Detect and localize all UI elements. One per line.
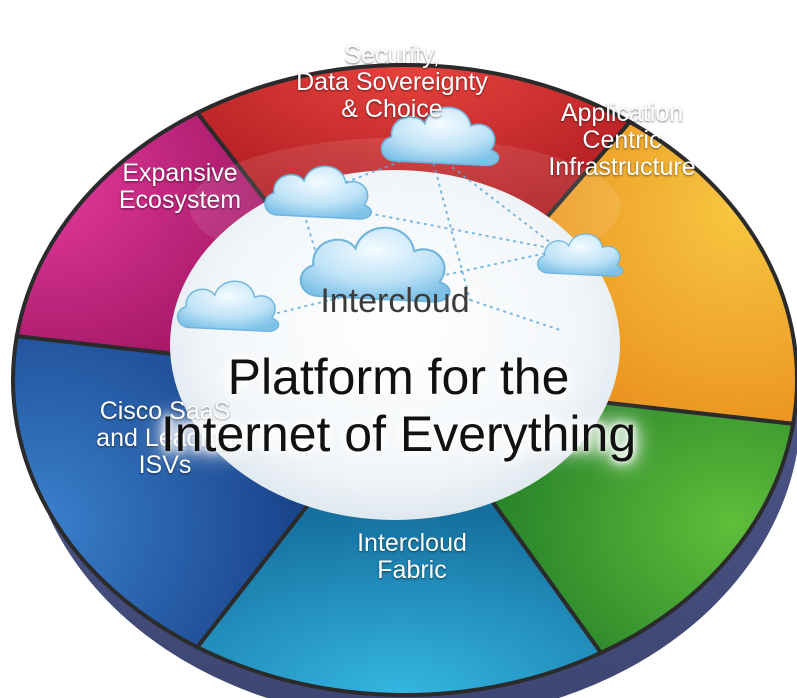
cloud-icon (537, 233, 624, 277)
segment-label-line: Fabric (377, 556, 447, 584)
segment-label-line: & Choice (341, 95, 443, 123)
segment-label-line: Infrastructure (548, 153, 696, 181)
cloud-icon (381, 106, 500, 167)
cloud-icon (264, 165, 372, 220)
intercloud-hub-label: Intercloud (320, 282, 470, 320)
network-link (429, 149, 471, 301)
segment-label-line: Data Sovereignty (296, 68, 488, 96)
segment-label-line: Security, (344, 41, 440, 69)
segment-label-line: Application (560, 99, 684, 127)
segment-label-line: ISVs (138, 451, 192, 479)
segment-label-line: Expansive (122, 159, 238, 187)
segment-label-line: and Leading (96, 424, 234, 452)
network-link (329, 249, 561, 301)
network-link (469, 299, 561, 331)
segment-label-line: Ecosystem (118, 186, 242, 214)
headline-line-2: Internet of Everything (160, 406, 637, 462)
segment-label-line: Intercloud (357, 529, 467, 557)
segment-label-line: Cisco SaaS (99, 397, 231, 425)
cloud-icon (299, 226, 451, 303)
intercloud-hub (170, 170, 620, 520)
segment-label-security: Security,Data Sovereignty& Choice (272, 42, 512, 123)
segment-label-line: Centric (582, 126, 662, 154)
headline-line-1: Platform for the (227, 349, 570, 405)
cloud-icon (177, 280, 280, 333)
